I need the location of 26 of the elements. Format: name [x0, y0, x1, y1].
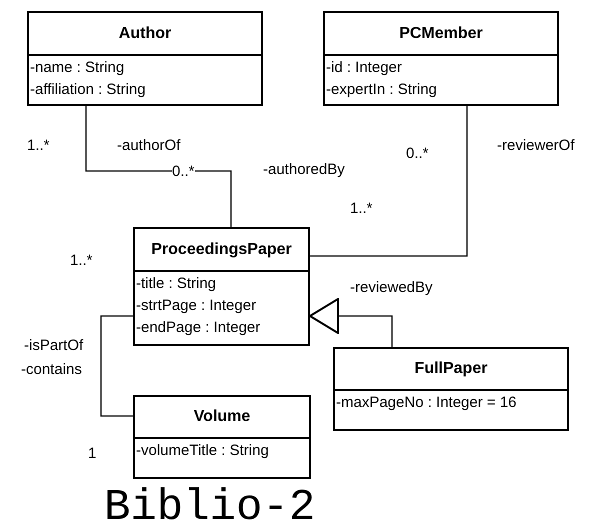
association-line	[100, 315, 133, 417]
attribute-text: -volumeTitle : String	[135, 441, 269, 461]
attribute-text: -strtPage : Integer	[135, 296, 256, 316]
role-label: -authoredBy	[263, 161, 345, 179]
generalization-arrow	[309, 298, 393, 347]
attribute-text: -id : Integer	[325, 58, 402, 78]
class-box	[133, 227, 310, 346]
class-name: PCMember	[399, 24, 483, 44]
class-box	[333, 347, 569, 431]
role-label: -reviewedBy	[350, 279, 433, 297]
diagram-title: Biblio-2	[104, 486, 316, 530]
class-name: ProceedingsPaper	[151, 240, 292, 260]
class-box	[133, 395, 311, 479]
association-line	[85, 106, 232, 227]
attribute-text: -endPage : Integer	[135, 318, 260, 338]
class-box	[27, 11, 263, 106]
class-name: Author	[118, 24, 172, 44]
attribute-text: -expertIn : String	[325, 80, 437, 100]
association-line	[310, 106, 468, 257]
attribute-text: -title : String	[135, 274, 216, 294]
class-name: FullPaper	[414, 359, 488, 379]
attribute-text: -name : String	[29, 58, 124, 78]
attribute-text: -maxPageNo : Integer = 16	[335, 393, 517, 413]
attribute-text: -affiliation : String	[29, 80, 146, 100]
class-box	[323, 11, 559, 106]
class-name: Volume	[194, 407, 250, 427]
